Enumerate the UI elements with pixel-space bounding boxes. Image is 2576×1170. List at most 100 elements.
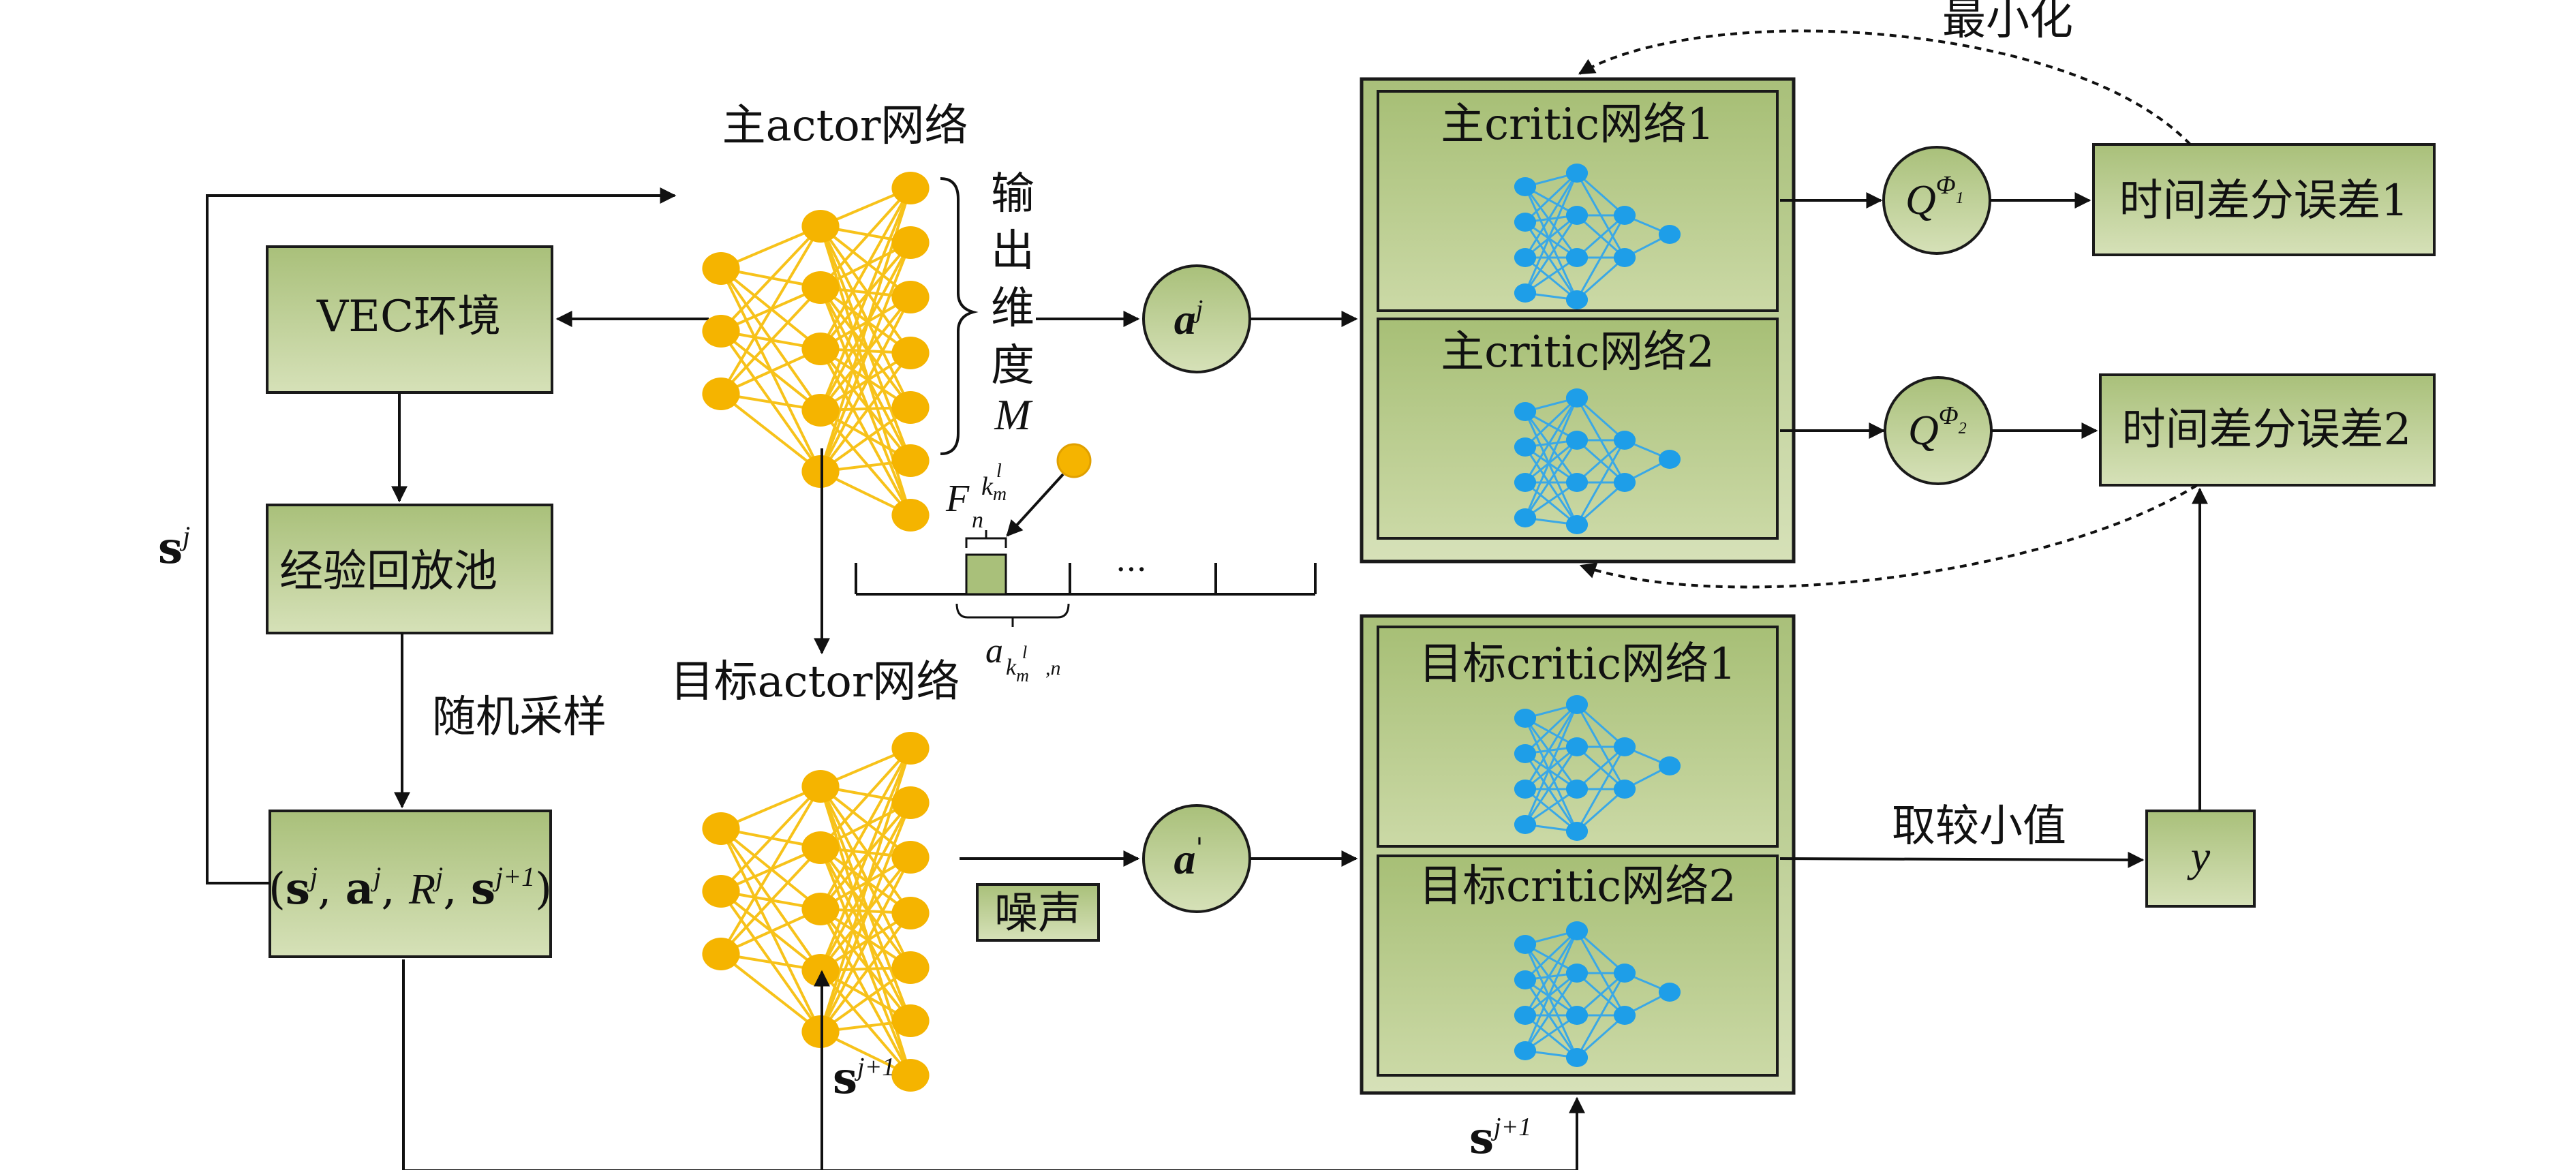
actor-edge (720, 846, 822, 955)
critic-edge (1524, 221, 1578, 259)
actor-node (891, 391, 930, 424)
critic-node (1514, 1006, 1537, 1025)
critic-edge (1576, 214, 1625, 259)
critic-node (1613, 964, 1636, 983)
critic-edge (1576, 439, 1625, 484)
critic-node (1514, 508, 1537, 527)
critic-edge (1576, 972, 1625, 1017)
critic-edge (1524, 930, 1578, 1051)
td-error-1-box (2092, 143, 2436, 256)
critic-edge (1524, 788, 1578, 833)
output-brace (940, 177, 979, 455)
td-error-2-box (2099, 373, 2436, 487)
actor-node (801, 893, 840, 925)
critic-edge (1576, 481, 1625, 526)
q1-label: QΦ1 (1905, 171, 1964, 224)
critic-node (1565, 1006, 1589, 1025)
critic-edge (1524, 704, 1578, 825)
arrow-sj-loop (206, 187, 677, 884)
critic-edge (1524, 718, 1578, 832)
critic-edge (1524, 1014, 1578, 1052)
critic-edge (1576, 172, 1625, 217)
critic-edge (1576, 440, 1626, 525)
critic-node (1658, 756, 1681, 775)
f-bracket (965, 530, 1007, 548)
actor-edge (819, 847, 912, 1021)
critic-edge (1524, 930, 1578, 1016)
critic-edge (1576, 972, 1626, 1058)
critic-node (1514, 177, 1537, 196)
critic-edge (1524, 972, 1578, 1017)
target-actor-network (702, 732, 930, 1092)
critic-node (1565, 206, 1589, 225)
actor-node (801, 831, 840, 864)
critic-edge (1524, 172, 1578, 258)
critic-node (1613, 248, 1636, 267)
actor-node (891, 732, 930, 765)
random-sample-label: 随机采样 (432, 692, 607, 743)
output-dim-char-1: 输 (991, 169, 1034, 219)
target-critic-1-network (1514, 695, 1681, 841)
critic-edge (1524, 446, 1578, 525)
actor-edge (819, 287, 912, 461)
action-aprime-label: a' (1174, 833, 1203, 883)
critic-node (1514, 248, 1537, 267)
actor-node (801, 210, 840, 243)
actor-edge (819, 287, 912, 516)
critic-edge (1524, 172, 1578, 294)
critic-edge (1524, 186, 1578, 258)
actor-edge (720, 225, 822, 395)
output-dim-symbol: M (994, 390, 1033, 439)
critic-node (1658, 983, 1681, 1002)
actor-node (891, 337, 930, 369)
actor-edge (819, 786, 912, 968)
critic-node (1565, 248, 1589, 267)
critic-edge (1524, 221, 1578, 301)
critic-node (1565, 164, 1589, 183)
critic-edge (1524, 752, 1578, 790)
critic-edge (1524, 397, 1578, 519)
actor-node (702, 812, 740, 845)
critic-node (1514, 744, 1537, 763)
target-actor-title: 目标actor网络 (671, 657, 960, 707)
critic-node (1514, 780, 1537, 799)
critic-node (1514, 815, 1537, 834)
actor-edge (819, 747, 912, 849)
main-critic-1-box (1377, 90, 1779, 312)
allocation-cell (965, 553, 1007, 596)
actor-node (891, 1059, 930, 1092)
actor-node (702, 875, 740, 908)
critic-edge (1524, 397, 1578, 483)
critic-edge (1524, 481, 1578, 526)
critic-edge (1524, 745, 1578, 790)
critic-node (1514, 402, 1537, 421)
actor-edge (819, 857, 912, 1032)
actor-node (801, 333, 840, 365)
target-critic-1-box (1377, 626, 1779, 848)
actor-edge (819, 225, 912, 354)
critic-node (1613, 473, 1636, 492)
critic-edge (1524, 718, 1578, 790)
vec-env-label: VEC环境 (316, 292, 501, 342)
actor-edge (819, 352, 912, 473)
actor-edge (819, 187, 912, 411)
critic-edge (1524, 929, 1578, 981)
critic-edge (1524, 944, 1578, 1016)
arrow-sjplus1-to-target-actor (402, 959, 830, 1170)
s-j-label: sj (158, 521, 190, 574)
actor-node (891, 951, 930, 984)
actor-edge (819, 286, 912, 409)
critic-node (1613, 206, 1636, 225)
replay-pool-box (266, 504, 553, 634)
critic-node (1658, 225, 1681, 244)
critic-edge (1576, 745, 1625, 790)
actor-node (702, 938, 740, 970)
actor-edge (720, 286, 822, 395)
critic-edge (1576, 256, 1625, 301)
critic-node (1658, 450, 1681, 469)
actor-edge (819, 912, 912, 1033)
actor-node (702, 378, 740, 410)
critic-edge (1524, 172, 1578, 224)
